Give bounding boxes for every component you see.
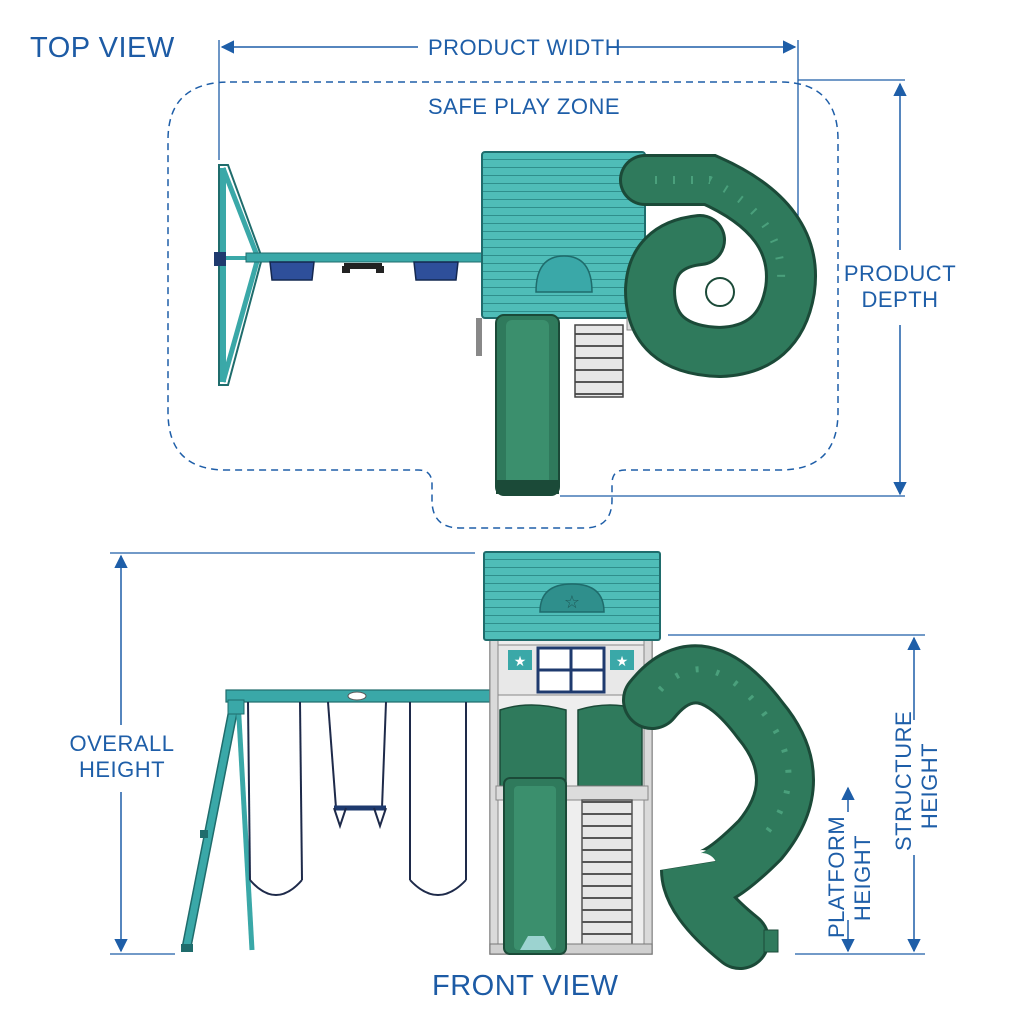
product-depth-line-1: PRODUCT <box>843 261 957 286</box>
structure-height-dimension <box>668 634 925 955</box>
tower-roof-front: ☆ <box>483 551 661 641</box>
overall-height-line-2: HEIGHT <box>78 757 166 782</box>
overall-height-label: OVERALL HEIGHT <box>62 731 182 783</box>
structure-height-line-2: HEIGHT <box>917 742 942 830</box>
spiral-slide-front <box>622 644 815 970</box>
product-width-label: PRODUCT WIDTH <box>428 35 622 60</box>
platform-height-line-1: PLATFORM <box>824 815 849 938</box>
platform-height-label: PLATFORM HEIGHT <box>824 815 876 938</box>
svg-text:★: ★ <box>514 654 527 670</box>
spiral-slide-top <box>619 154 817 379</box>
front-view: ★ ★ ☆ <box>110 551 925 970</box>
swings-front <box>247 701 467 896</box>
product-depth-dimension <box>560 79 907 497</box>
platform-height-line-2: HEIGHT <box>850 834 875 922</box>
product-width-dimension <box>218 40 799 240</box>
product-depth-label: PRODUCT DEPTH <box>840 261 960 313</box>
safe-play-zone-label: SAFE PLAY ZONE <box>428 94 621 119</box>
tower-roof-top <box>476 151 646 356</box>
straight-slide-top <box>495 314 560 496</box>
overall-height-dimension <box>110 552 475 955</box>
structure-height-line-1: STRUCTURE <box>891 710 916 851</box>
top-view <box>167 40 907 529</box>
product-depth-line-2: DEPTH <box>861 287 939 312</box>
svg-text:★: ★ <box>616 654 629 670</box>
svg-text:☆: ☆ <box>564 592 580 613</box>
overall-height-line-1: OVERALL <box>69 731 175 756</box>
swing-frame-front <box>181 689 491 952</box>
straight-slide-front <box>503 777 567 955</box>
structure-height-label: STRUCTURE HEIGHT <box>891 710 943 851</box>
swing-frame-top <box>214 164 487 386</box>
top-view-title: TOP VIEW <box>30 32 175 64</box>
front-view-title: FRONT VIEW <box>432 970 619 1002</box>
ladder-top <box>574 317 642 398</box>
